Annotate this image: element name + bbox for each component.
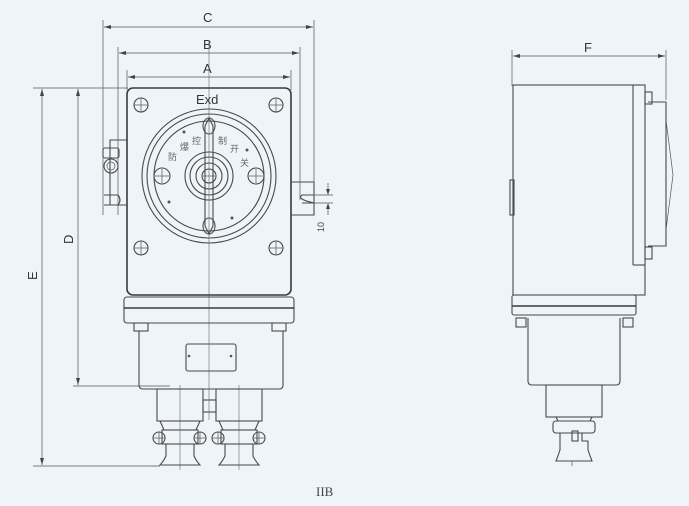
dim-c-label: C <box>203 10 212 25</box>
dim-f-label: F <box>584 40 592 55</box>
dial-char-3: 控 <box>192 135 201 147</box>
dim-a-label: A <box>203 61 212 76</box>
dial-char-1: 防 <box>168 151 177 163</box>
cable-gland-right <box>211 388 266 466</box>
right-mounting-ear: 10 <box>291 181 333 232</box>
dial-char-4: 制 <box>218 135 227 147</box>
dim-b-label: B <box>203 37 212 52</box>
side-view: F <box>509 40 674 466</box>
dim-slot-label: 10 <box>316 222 326 232</box>
dial-char-5: 开 <box>230 144 239 155</box>
dial-char-2: 爆 <box>180 141 189 153</box>
dim-d-label: D <box>61 235 76 244</box>
dial-char-6: 关 <box>240 157 249 169</box>
dim-e-label: E <box>25 271 40 280</box>
corner-screw-icons <box>133 97 284 256</box>
exd-marking: Exd <box>196 92 218 107</box>
gas-group-caption: IIB <box>316 484 334 499</box>
front-view: C B A E D <box>25 10 333 470</box>
left-mounting-ear <box>102 139 127 206</box>
rotary-switch-dial: 防 爆 控 制 开 关 <box>141 108 277 244</box>
cable-gland-left <box>152 388 207 466</box>
